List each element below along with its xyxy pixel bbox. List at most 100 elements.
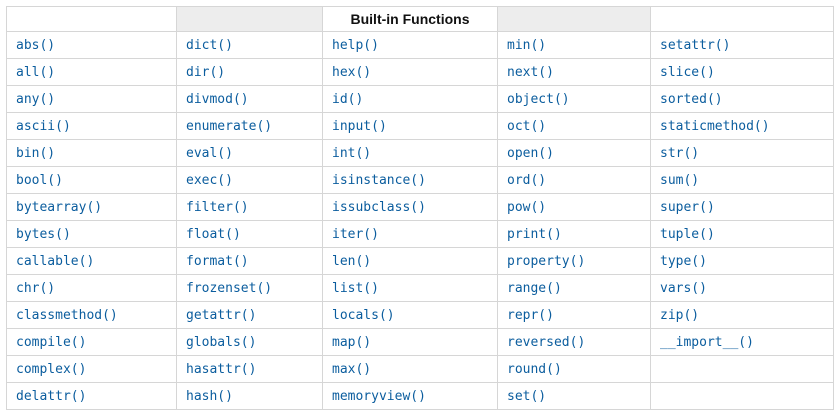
function-link[interactable]: format() (186, 254, 249, 269)
function-link[interactable]: vars() (660, 281, 707, 296)
table-cell: bool() (6, 166, 177, 194)
function-link[interactable]: type() (660, 254, 707, 269)
function-link[interactable]: print() (507, 227, 562, 242)
table-cell: divmod() (176, 85, 323, 113)
function-link[interactable]: sorted() (660, 92, 723, 107)
header-cell-empty-2 (176, 6, 323, 32)
function-link[interactable]: property() (507, 254, 586, 269)
function-link[interactable]: id() (332, 92, 364, 107)
function-link[interactable]: sum() (660, 173, 700, 188)
function-link[interactable]: isinstance() (332, 173, 426, 188)
function-link[interactable]: help() (332, 38, 379, 53)
function-link[interactable]: ord() (507, 173, 547, 188)
function-link[interactable]: range() (507, 281, 562, 296)
table-cell: isinstance() (322, 166, 498, 194)
table-row: classmethod() getattr() locals() repr() zip(… (6, 301, 834, 329)
header-cell-empty-1 (6, 6, 177, 32)
table-body: abs() dict() help() min() setattr() all() dir(… (6, 31, 834, 410)
table-cell: hex() (322, 58, 498, 86)
table-row: compile() globals() map() reversed() __impor… (6, 328, 834, 356)
function-link[interactable]: list() (332, 281, 379, 296)
function-link[interactable]: getattr() (186, 308, 257, 323)
function-link[interactable]: dir() (186, 65, 226, 80)
table-row: complex() hasattr() max() round() (6, 355, 834, 383)
table-cell: hash() (176, 382, 323, 410)
function-link[interactable]: len() (332, 254, 372, 269)
table-cell: bytearray() (6, 193, 177, 221)
table-cell: print() (497, 220, 651, 248)
function-link[interactable]: enumerate() (186, 119, 273, 134)
table-cell: next() (497, 58, 651, 86)
function-link[interactable]: object() (507, 92, 570, 107)
table-cell: globals() (176, 328, 323, 356)
function-link[interactable]: super() (660, 200, 715, 215)
function-link[interactable]: bytes() (16, 227, 71, 242)
table-cell: any() (6, 85, 177, 113)
function-link[interactable]: filter() (186, 200, 249, 215)
function-link[interactable]: hex() (332, 65, 372, 80)
function-link[interactable]: __import__() (660, 335, 754, 350)
function-link[interactable]: delattr() (16, 389, 87, 404)
function-link[interactable]: staticmethod() (660, 119, 770, 134)
function-link[interactable]: frozenset() (186, 281, 273, 296)
function-link[interactable]: oct() (507, 119, 547, 134)
table-cell: property() (497, 247, 651, 275)
function-link[interactable]: bool() (16, 173, 63, 188)
function-link[interactable]: any() (16, 92, 56, 107)
function-link[interactable]: round() (507, 362, 562, 377)
function-link[interactable]: abs() (16, 38, 56, 53)
function-link[interactable]: hash() (186, 389, 233, 404)
table-row: abs() dict() help() min() setattr() (6, 31, 834, 59)
table-cell: zip() (650, 301, 834, 329)
table-cell: callable() (6, 247, 177, 275)
function-link[interactable]: bin() (16, 146, 56, 161)
function-link[interactable]: compile() (16, 335, 87, 350)
table-cell: issubclass() (322, 193, 498, 221)
function-link[interactable]: eval() (186, 146, 233, 161)
function-link[interactable]: memoryview() (332, 389, 426, 404)
function-link[interactable]: set() (507, 389, 547, 404)
table-cell: format() (176, 247, 323, 275)
function-link[interactable]: float() (186, 227, 241, 242)
function-link[interactable]: complex() (16, 362, 87, 377)
function-link[interactable]: ascii() (16, 119, 71, 134)
table-cell: range() (497, 274, 651, 302)
function-link[interactable]: iter() (332, 227, 379, 242)
function-link[interactable]: classmethod() (16, 308, 118, 323)
function-link[interactable]: exec() (186, 173, 233, 188)
function-link[interactable]: min() (507, 38, 547, 53)
function-link[interactable]: globals() (186, 335, 257, 350)
function-link[interactable]: open() (507, 146, 554, 161)
function-link[interactable]: hasattr() (186, 362, 257, 377)
function-link[interactable]: divmod() (186, 92, 249, 107)
function-link[interactable]: all() (16, 65, 56, 80)
function-link[interactable]: reversed() (507, 335, 586, 350)
function-link[interactable]: repr() (507, 308, 554, 323)
function-link[interactable]: int() (332, 146, 372, 161)
table-cell: ord() (497, 166, 651, 194)
function-link[interactable]: locals() (332, 308, 395, 323)
header-row: Built-in Functions (6, 6, 834, 32)
function-link[interactable]: slice() (660, 65, 715, 80)
function-link[interactable]: str() (660, 146, 700, 161)
function-link[interactable]: chr() (16, 281, 56, 296)
function-link[interactable]: issubclass() (332, 200, 426, 215)
function-link[interactable]: input() (332, 119, 387, 134)
table-cell: all() (6, 58, 177, 86)
table-cell: oct() (497, 112, 651, 140)
function-link[interactable]: next() (507, 65, 554, 80)
function-link[interactable]: setattr() (660, 38, 731, 53)
function-link[interactable]: zip() (660, 308, 700, 323)
function-link[interactable]: pow() (507, 200, 547, 215)
table-cell: eval() (176, 139, 323, 167)
function-link[interactable]: callable() (16, 254, 95, 269)
function-link[interactable]: dict() (186, 38, 233, 53)
function-link[interactable]: map() (332, 335, 372, 350)
table-cell: object() (497, 85, 651, 113)
function-link[interactable]: max() (332, 362, 372, 377)
table-cell (650, 382, 834, 410)
function-link[interactable]: bytearray() (16, 200, 103, 215)
table-cell: type() (650, 247, 834, 275)
function-link[interactable]: tuple() (660, 227, 715, 242)
